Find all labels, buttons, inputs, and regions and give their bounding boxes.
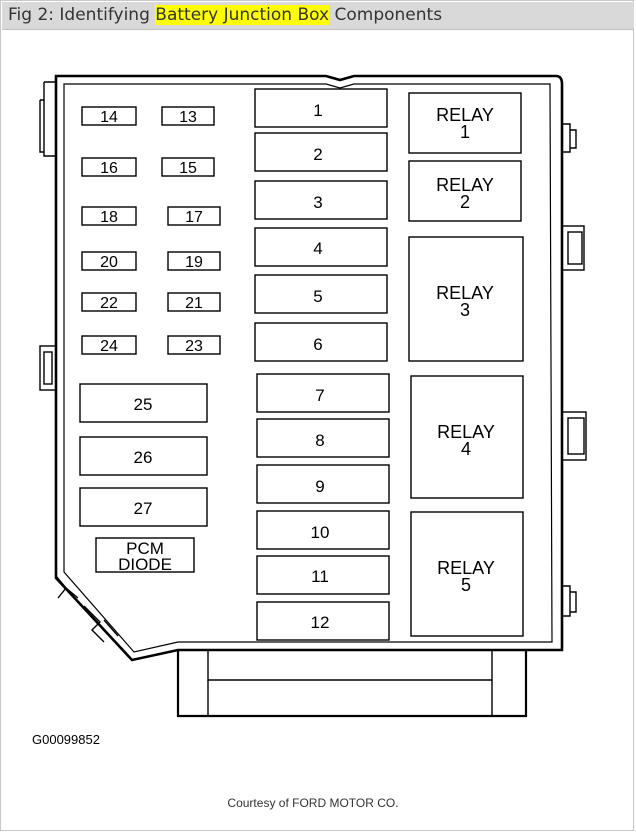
fuse-6-label: 6: [313, 335, 322, 354]
relay-4-word: RELAY: [437, 422, 495, 442]
fuse-1-label: 1: [313, 101, 322, 120]
fuse-20-label: 20: [100, 254, 118, 271]
fuse-18: [81, 206, 137, 226]
figure-title: Fig 2: Identifying Battery Junction Box …: [8, 5, 442, 25]
relay-3-word: RELAY: [436, 283, 494, 303]
fuse-23-label: 23: [185, 338, 203, 355]
fuse-11-label: 11: [311, 567, 329, 586]
fuse-13-label: 13: [179, 109, 197, 126]
fuse-2-label: 2: [313, 145, 322, 164]
fuse-23: [167, 335, 221, 355]
fuse-21: [167, 292, 221, 312]
fuse-2: [254, 132, 388, 172]
fuse-7: [256, 373, 390, 413]
mini-fuse-grid: [81, 106, 221, 355]
title-prefix: Fig 2: Identifying: [8, 5, 156, 25]
fuse-10: [256, 510, 390, 550]
fuse-4: [254, 227, 388, 267]
fuse-3: [254, 180, 388, 220]
fuse-5-label: 5: [313, 287, 322, 306]
fuse-20: [81, 251, 137, 271]
fuse-5: [254, 274, 388, 314]
fuse-7-label: 7: [315, 386, 324, 405]
relay-2-word: RELAY: [436, 175, 494, 195]
relay-1-number: 1: [460, 122, 470, 142]
housing-outline: [39, 74, 587, 718]
fuse-12-label: 12: [311, 613, 330, 632]
title-highlight: Battery Junction Box: [155, 5, 330, 25]
fuse-27-label: 27: [134, 499, 153, 518]
relay-5: [410, 511, 524, 637]
title-bar: Fig 2: Identifying Battery Junction Box …: [2, 2, 634, 30]
pcm-diode: [95, 537, 195, 573]
relay-4: [410, 375, 524, 499]
fuse-25-label: 25: [134, 395, 153, 414]
relay-5-word: RELAY: [437, 558, 495, 578]
fuse-16: [81, 157, 137, 177]
relay-2: [408, 160, 522, 222]
fuse-21-label: 21: [185, 295, 203, 312]
fuse-8: [256, 418, 390, 458]
relay-2-number: 2: [460, 192, 470, 212]
relay-3: [408, 236, 524, 362]
relay-4-number: 4: [461, 439, 471, 459]
pcm-diode-line1: PCM: [126, 539, 164, 558]
fuse-11: [256, 555, 390, 595]
fuse-14: [81, 106, 137, 126]
relay-1: [408, 92, 522, 154]
fuse-15: [161, 157, 215, 177]
fuse-17: [167, 206, 221, 226]
relay-1-word: RELAY: [436, 105, 494, 125]
fuse-9-label: 9: [315, 477, 324, 496]
figure-code: G00099852: [32, 732, 100, 747]
fuse-24-label: 24: [100, 338, 118, 355]
fuse-24: [81, 335, 137, 355]
fuse-1: [254, 88, 388, 128]
fuse-13: [161, 106, 215, 126]
junction-box-diagram: 14 13 16 15 18 17 20 19 22 21 24 23 25 2…: [32, 74, 587, 747]
fuse-3-label: 3: [313, 193, 322, 212]
fuse-6: [254, 322, 388, 362]
fuse-4-label: 4: [313, 239, 322, 258]
pcm-diode-line2: DIODE: [118, 555, 172, 574]
courtesy-credit: Courtesy of FORD MOTOR CO.: [227, 796, 399, 810]
relay-3-number: 3: [460, 300, 470, 320]
fuse-16-label: 16: [100, 160, 118, 177]
fuse-26-label: 26: [134, 448, 153, 467]
fuse-14-label: 14: [100, 109, 118, 126]
fuse-15-label: 15: [179, 160, 197, 177]
relay-5-number: 5: [461, 575, 471, 595]
fuse-9: [256, 464, 390, 504]
title-suffix: Components: [329, 5, 443, 25]
fuse-12: [256, 601, 390, 641]
fuse-22-label: 22: [100, 295, 118, 312]
fuse-25: [79, 383, 208, 423]
fuse-8-label: 8: [315, 431, 324, 450]
fuse-18-label: 18: [100, 209, 118, 226]
fuse-26: [79, 436, 208, 476]
fuse-17-label: 17: [185, 209, 203, 226]
fuse-19-label: 19: [185, 254, 203, 271]
fuse-10-label: 10: [311, 523, 330, 542]
fuse-19: [167, 251, 221, 271]
fuse-22: [81, 292, 137, 312]
fuse-27: [79, 487, 208, 527]
